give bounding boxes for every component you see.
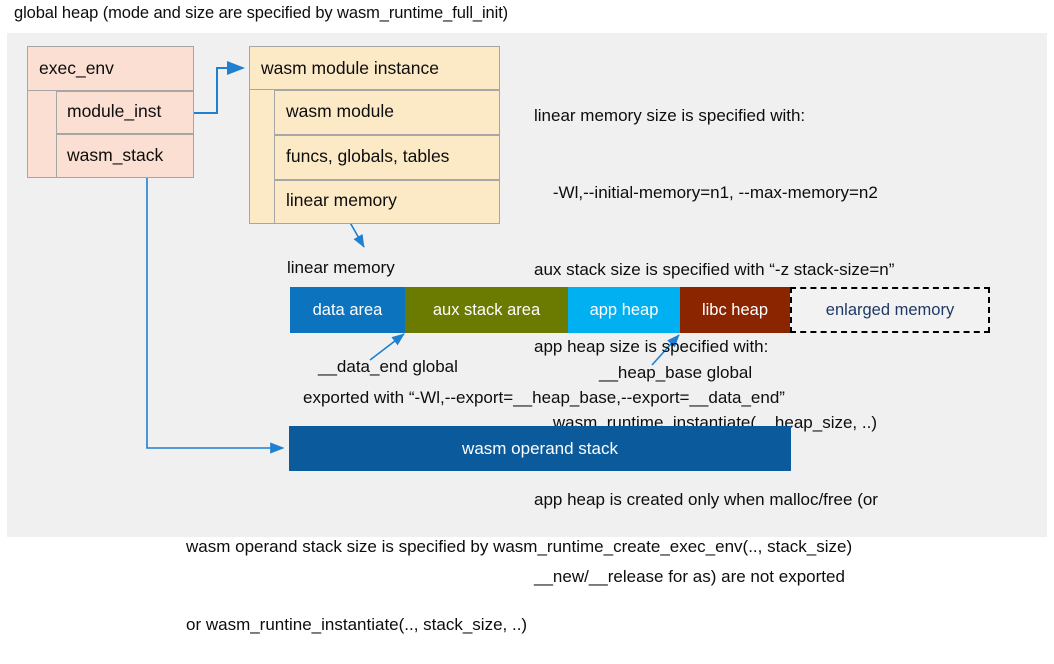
linear-memory-bar: data area aux stack area app heap libc h… <box>290 287 990 333</box>
wasm-operand-stack-label: wasm operand stack <box>462 438 618 458</box>
wasm-module-label: wasm module <box>286 101 394 121</box>
arrow-wasm-stack-to-operand-stack <box>146 178 285 454</box>
wasm-module-instance-label: wasm module instance <box>261 58 439 78</box>
memory-segment-aux-stack-area: aux stack area <box>405 287 568 333</box>
exported-with-label: exported with “-Wl,--export=__heap_base,… <box>303 388 785 407</box>
arrow-layer <box>146 61 680 454</box>
wasm-operand-stack-box: wasm operand stack <box>289 426 791 471</box>
exec-env-row-module-inst <box>56 91 194 134</box>
note-line: app heap is created only when malloc/fre… <box>534 490 878 510</box>
memory-segment-libc-heap: libc heap <box>680 287 790 333</box>
note-line: -Wl,--initial-memory=n1, --max-memory=n2 <box>534 182 878 202</box>
note-line: aux stack size is specified with “-z sta… <box>534 259 895 279</box>
exec-env-header <box>27 46 194 91</box>
exec-env-row-wasm-stack <box>56 134 194 178</box>
footnote-line: wasm operand stack size is specified by … <box>186 537 853 556</box>
exec-env-label: exec_env <box>39 58 114 78</box>
wasm-stack-label: wasm_stack <box>67 145 164 165</box>
note-line: app heap size is specified with: <box>534 336 769 356</box>
heap-base-callout-label: __heap_base global <box>599 363 753 382</box>
arrow-heap-base-callout <box>651 334 680 366</box>
memory-segment-app-heap: app heap <box>568 287 680 333</box>
instance-row-linear-memory <box>274 180 500 224</box>
module-inst-label: module_inst <box>67 101 162 121</box>
page-title: global heap (mode and size are specified… <box>14 4 509 22</box>
arrow-module-inst-to-instance <box>181 61 245 114</box>
memory-segment-enlarged-memory: enlarged memory <box>790 287 990 333</box>
funcs-globals-tables-label: funcs, globals, tables <box>286 146 450 166</box>
data-end-callout-label: __data_end global <box>318 357 458 376</box>
linear-memory-caption: linear memory <box>287 258 395 277</box>
instance-row-wasm-module <box>274 90 500 135</box>
instance-row-funcs-globals-tables <box>274 135 500 180</box>
memory-segment-data-area: data area <box>290 287 405 333</box>
footnote-line: or wasm_runtine_instantiate(.., stack_si… <box>186 615 528 634</box>
footnote-block: wasm operand stack size is specified by … <box>186 482 852 664</box>
linear-memory-row-label: linear memory <box>286 190 397 210</box>
arrow-data-end-callout <box>369 333 405 361</box>
wasm-module-instance-header <box>249 46 500 90</box>
note-line: linear memory size is specified with: <box>534 106 806 126</box>
